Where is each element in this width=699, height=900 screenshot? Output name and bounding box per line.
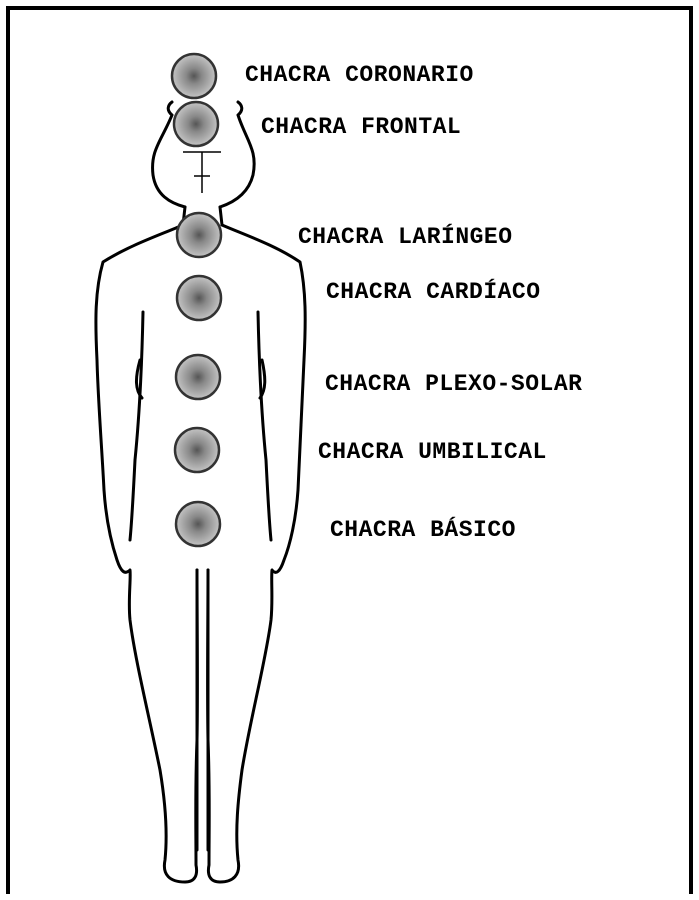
chakra-label: CHACRA BÁSICO (330, 516, 516, 543)
chakra-circle (175, 428, 219, 472)
chakra-circle (177, 213, 221, 257)
left-inner-arm (130, 312, 143, 540)
right-inner-arm (258, 312, 271, 540)
chakra-label: CHACRA LARÍNGEO (298, 223, 513, 250)
chakra-label: CHACRA CARDÍACO (326, 278, 541, 305)
chakra-coronario: CHACRA CORONARIO (172, 54, 474, 98)
chakra-list: CHACRA CORONARIO CHACRA FRONTAL CHACRA L… (172, 54, 582, 546)
chakra-plexo-solar: CHACRA PLEXO-SOLAR (176, 355, 582, 399)
chakra-laringeo: CHACRA LARÍNGEO (177, 213, 513, 257)
chakra-label: CHACRA CORONARIO (245, 62, 474, 88)
left-outer-outline (96, 225, 198, 882)
chakra-frontal: CHACRA FRONTAL (174, 102, 461, 146)
chakra-circle (174, 102, 218, 146)
face-mark (183, 152, 221, 193)
chakra-circle (172, 54, 216, 98)
chakra-circle (176, 502, 220, 546)
chakra-label: CHACRA FRONTAL (261, 114, 461, 140)
right-outer-outline (208, 225, 306, 882)
chakra-cardiaco: CHACRA CARDÍACO (177, 276, 541, 320)
chakra-circle (176, 355, 220, 399)
chakra-label: CHACRA PLEXO-SOLAR (325, 371, 582, 397)
chakra-umbilical: CHACRA UMBILICAL (175, 428, 547, 472)
chakra-basico: CHACRA BÁSICO (176, 502, 516, 546)
chakra-label: CHACRA UMBILICAL (318, 439, 547, 465)
chakra-circle (177, 276, 221, 320)
